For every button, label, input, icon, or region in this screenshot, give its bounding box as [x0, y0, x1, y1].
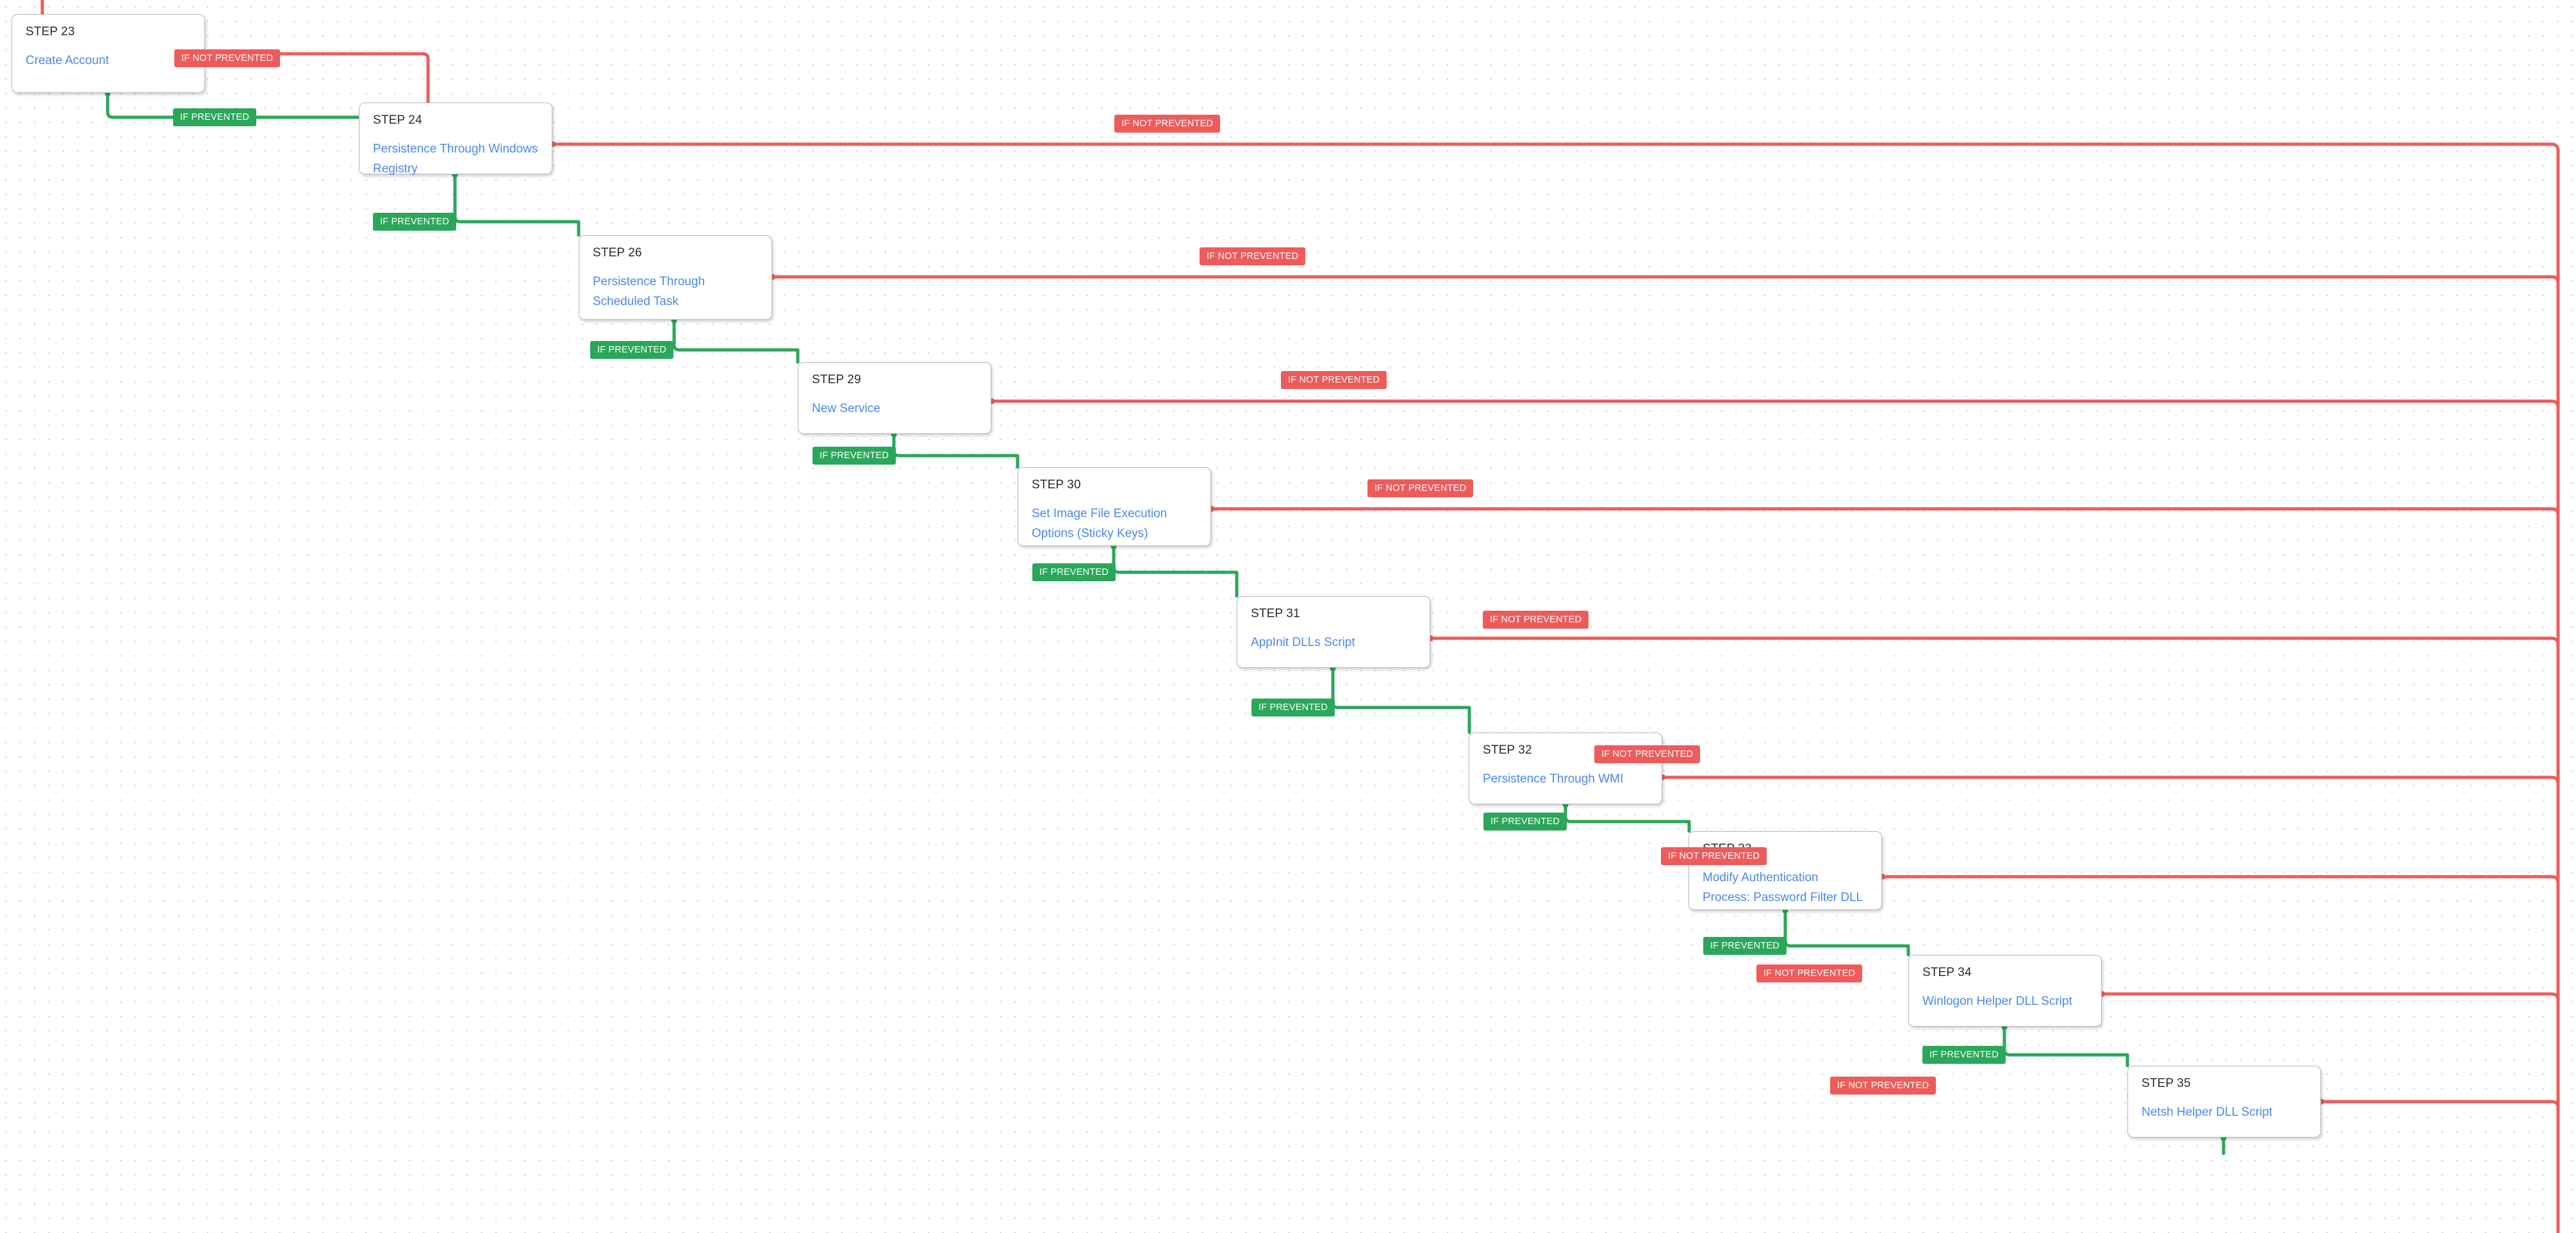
node-technique-link[interactable]: Set Image File Execution Options (Sticky… — [1032, 506, 1168, 540]
edge-label-prevented[interactable]: IF PREVENTED — [173, 108, 256, 126]
node-technique-link[interactable]: AppInit DLLs Script — [1251, 635, 1355, 649]
node-step32[interactable]: STEP 32 Persistence Through WMI — [1469, 732, 1662, 804]
node-technique-link[interactable]: Persistence Through Scheduled Task — [593, 274, 705, 308]
node-step31[interactable]: STEP 31 AppInit DLLs Script — [1237, 596, 1430, 668]
node-step-number: STEP 24 — [373, 113, 422, 127]
node-step23[interactable]: STEP 23 Create Account — [12, 14, 205, 93]
edge-label-not-prevented[interactable]: IF NOT PREVENTED — [1367, 479, 1474, 497]
edge-label-prevented[interactable]: IF PREVENTED — [1483, 813, 1567, 831]
edge-label-prevented[interactable]: IF PREVENTED — [1703, 937, 1787, 955]
edge-label-not-prevented[interactable]: IF NOT PREVENTED — [1281, 371, 1387, 389]
edge-label-not-prevented[interactable]: IF NOT PREVENTED — [1594, 745, 1701, 763]
node-step-number: STEP 30 — [1032, 478, 1081, 492]
node-technique-link[interactable]: Persistence Through Windows Registry — [373, 142, 538, 176]
node-step-number: STEP 29 — [812, 373, 861, 386]
edge-34-prevented — [2002, 1025, 2129, 1068]
edge-label-not-prevented[interactable]: IF NOT PREVENTED — [1114, 115, 1221, 133]
edge-label-not-prevented[interactable]: IF NOT PREVENTED — [174, 49, 281, 67]
node-technique-link[interactable]: Create Account — [26, 53, 109, 67]
edge-29-not-prevented — [989, 399, 2560, 1233]
edge-label-prevented[interactable]: IF PREVENTED — [1032, 563, 1116, 581]
edge-29-prevented — [892, 432, 1020, 469]
node-step26[interactable]: STEP 26 Persistence Through Scheduled Ta… — [579, 235, 772, 320]
edge-label-prevented[interactable]: IF PREVENTED — [373, 213, 456, 231]
edge-30-prevented — [1112, 544, 1239, 598]
node-step-number: STEP 31 — [1251, 607, 1300, 620]
node-technique-link[interactable]: Netsh Helper DLL Script — [2142, 1105, 2273, 1119]
edge-label-prevented[interactable]: IF PREVENTED — [813, 447, 896, 465]
edge-label-not-prevented[interactable]: IF NOT PREVENTED — [1830, 1077, 1936, 1095]
edge-24-prevented — [453, 172, 581, 237]
edge-label-not-prevented[interactable]: IF NOT PREVENTED — [1483, 611, 1589, 629]
node-step-number: STEP 26 — [593, 246, 642, 260]
edge-32-prevented — [1564, 802, 1691, 833]
edge-label-not-prevented[interactable]: IF NOT PREVENTED — [1756, 964, 1863, 982]
edge-35-not-prevented — [2319, 1100, 2560, 1233]
node-step-number: STEP 23 — [26, 25, 75, 38]
edge-31-prevented — [1331, 666, 1471, 734]
node-step33[interactable]: STEP 33 Modify Authentication Process: P… — [1688, 831, 1882, 910]
edge-26-prevented — [672, 318, 800, 364]
node-step35[interactable]: STEP 35 Netsh Helper DLL Script — [2127, 1066, 2321, 1138]
node-step29[interactable]: STEP 29 New Service — [798, 362, 991, 434]
edge-33-prevented — [1783, 908, 1910, 957]
edge-31-not-prevented — [1428, 636, 2560, 1233]
edge-label-not-prevented[interactable]: IF NOT PREVENTED — [1200, 247, 1306, 265]
node-technique-link[interactable]: New Service — [812, 401, 880, 415]
edge-label-prevented[interactable]: IF PREVENTED — [590, 341, 673, 359]
edge-label-prevented[interactable]: IF PREVENTED — [1251, 699, 1335, 716]
node-step24[interactable]: STEP 24 Persistence Through Windows Regi… — [359, 103, 552, 176]
node-step-number: STEP 35 — [2142, 1077, 2191, 1090]
edge-label-prevented[interactable]: IF PREVENTED — [1922, 1046, 2006, 1064]
node-step30[interactable]: STEP 30 Set Image File Execution Options… — [1018, 467, 1211, 546]
node-technique-link[interactable]: Persistence Through WMI — [1483, 772, 1624, 786]
node-technique-link[interactable]: Modify Authentication Process: Password … — [1703, 870, 1863, 904]
edge-label-not-prevented[interactable]: IF NOT PREVENTED — [1661, 847, 1767, 865]
node-step34[interactable]: STEP 34 Winlogon Helper DLL Script — [1908, 955, 2102, 1027]
node-technique-link[interactable]: Winlogon Helper DLL Script — [1922, 994, 2072, 1008]
node-step-number: STEP 34 — [1922, 966, 1972, 979]
